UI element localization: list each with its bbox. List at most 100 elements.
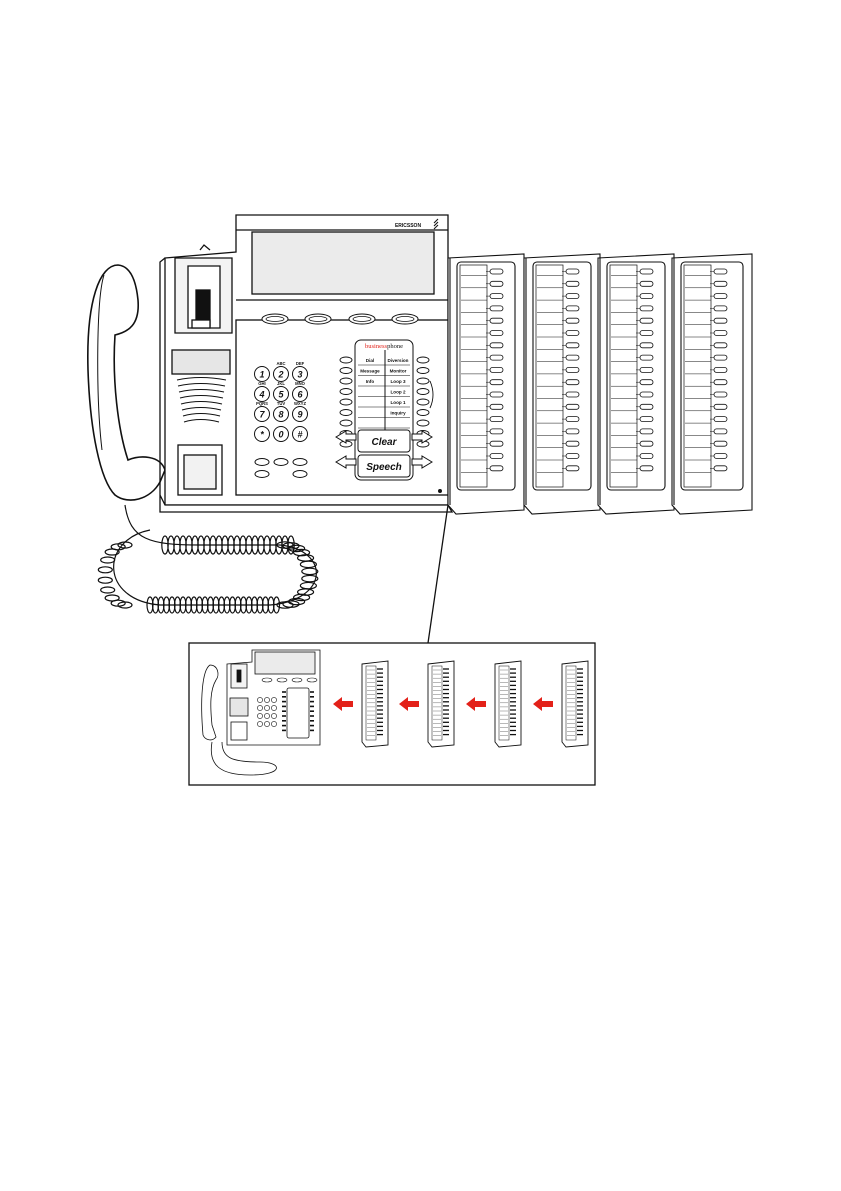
function-key-left[interactable] xyxy=(340,389,352,395)
panel-key[interactable] xyxy=(714,343,727,348)
panel-key[interactable] xyxy=(490,417,503,422)
panel-key[interactable] xyxy=(714,294,727,299)
panel-key[interactable] xyxy=(566,429,579,434)
panel-key[interactable] xyxy=(640,343,653,348)
panel-key[interactable] xyxy=(640,294,653,299)
panel-key[interactable] xyxy=(640,392,653,397)
function-key-left[interactable] xyxy=(340,368,352,374)
keypad-letters: GHI xyxy=(258,381,265,386)
panel-key[interactable] xyxy=(640,441,653,446)
panel-key[interactable] xyxy=(640,318,653,323)
keypad-digit: * xyxy=(260,430,264,440)
panel-key[interactable] xyxy=(566,441,579,446)
panel-key[interactable] xyxy=(490,294,503,299)
panel-key[interactable] xyxy=(714,454,727,459)
brand-logo: ERICSSON xyxy=(395,223,422,229)
panel-key[interactable] xyxy=(640,306,653,311)
panel-key[interactable] xyxy=(490,343,503,348)
panel-key[interactable] xyxy=(566,294,579,299)
panel-key[interactable] xyxy=(490,367,503,372)
panel-key[interactable] xyxy=(714,392,727,397)
panel-key[interactable] xyxy=(714,429,727,434)
panel-key[interactable] xyxy=(714,404,727,409)
panel-key[interactable] xyxy=(490,454,503,459)
panel-key[interactable] xyxy=(640,367,653,372)
panel-key[interactable] xyxy=(714,367,727,372)
panel-key[interactable] xyxy=(566,281,579,286)
panel-key[interactable] xyxy=(566,380,579,385)
keypad-digit: 9 xyxy=(297,410,302,420)
panel-key[interactable] xyxy=(714,355,727,360)
keypad-letters: ABC xyxy=(276,361,285,366)
panel-key[interactable] xyxy=(714,281,727,286)
inset-soft-key xyxy=(277,678,287,682)
cord-coil xyxy=(101,587,115,593)
panel-key[interactable] xyxy=(490,269,503,274)
function-key-right[interactable] xyxy=(417,410,429,416)
inset-soft-key xyxy=(307,678,317,682)
panel-key[interactable] xyxy=(640,404,653,409)
panel-key[interactable] xyxy=(566,355,579,360)
panel-key[interactable] xyxy=(640,466,653,471)
panel-key[interactable] xyxy=(714,417,727,422)
panel-key[interactable] xyxy=(490,429,503,434)
product-name-phone: phone xyxy=(387,343,403,350)
panel-key[interactable] xyxy=(714,380,727,385)
panel-key[interactable] xyxy=(714,441,727,446)
panel-key[interactable] xyxy=(490,392,503,397)
panel-key[interactable] xyxy=(490,281,503,286)
panel-key[interactable] xyxy=(566,367,579,372)
panel-key[interactable] xyxy=(640,331,653,336)
handset-cord xyxy=(98,505,318,613)
panel-key[interactable] xyxy=(640,281,653,286)
panel-key[interactable] xyxy=(714,318,727,323)
panel-key[interactable] xyxy=(490,441,503,446)
function-key-right[interactable] xyxy=(417,399,429,405)
panel-key[interactable] xyxy=(640,269,653,274)
panel-key[interactable] xyxy=(566,343,579,348)
panel-key[interactable] xyxy=(566,454,579,459)
function-key-right[interactable] xyxy=(417,357,429,363)
keypad-letters: DEF xyxy=(296,361,305,366)
panel-key[interactable] xyxy=(566,404,579,409)
panel-key[interactable] xyxy=(714,306,727,311)
panel-key[interactable] xyxy=(640,429,653,434)
panel-key[interactable] xyxy=(566,417,579,422)
function-key-left[interactable] xyxy=(340,357,352,363)
function-key-left[interactable] xyxy=(340,410,352,416)
handset xyxy=(88,265,165,500)
function-key-left[interactable] xyxy=(340,378,352,384)
panel-key[interactable] xyxy=(566,306,579,311)
panel-key[interactable] xyxy=(490,306,503,311)
function-key-right[interactable] xyxy=(417,420,429,426)
panel-key[interactable] xyxy=(640,380,653,385)
inset-keypad-key xyxy=(264,713,269,718)
panel-key[interactable] xyxy=(566,318,579,323)
function-key-right[interactable] xyxy=(417,368,429,374)
panel-key[interactable] xyxy=(640,417,653,422)
product-name: businessphone xyxy=(365,343,403,350)
function-key-left[interactable] xyxy=(340,399,352,405)
panel-key[interactable] xyxy=(566,392,579,397)
panel-key[interactable] xyxy=(714,466,727,471)
panel-key[interactable] xyxy=(640,355,653,360)
function-key-label-left: Info xyxy=(366,379,375,384)
panel-key[interactable] xyxy=(714,269,727,274)
panel-key[interactable] xyxy=(490,331,503,336)
panel-key[interactable] xyxy=(566,466,579,471)
function-key-left[interactable] xyxy=(340,420,352,426)
panel-key[interactable] xyxy=(566,269,579,274)
panel-key[interactable] xyxy=(490,380,503,385)
function-key-right[interactable] xyxy=(417,378,429,384)
panel-key[interactable] xyxy=(640,454,653,459)
panel-key[interactable] xyxy=(490,355,503,360)
function-key-right[interactable] xyxy=(417,389,429,395)
panel-key[interactable] xyxy=(714,331,727,336)
clear-key-label: Clear xyxy=(371,437,397,448)
panel-key[interactable] xyxy=(490,466,503,471)
inset-soft-key xyxy=(262,678,272,682)
panel-key[interactable] xyxy=(490,404,503,409)
panel-key[interactable] xyxy=(490,318,503,323)
panel-key[interactable] xyxy=(566,331,579,336)
